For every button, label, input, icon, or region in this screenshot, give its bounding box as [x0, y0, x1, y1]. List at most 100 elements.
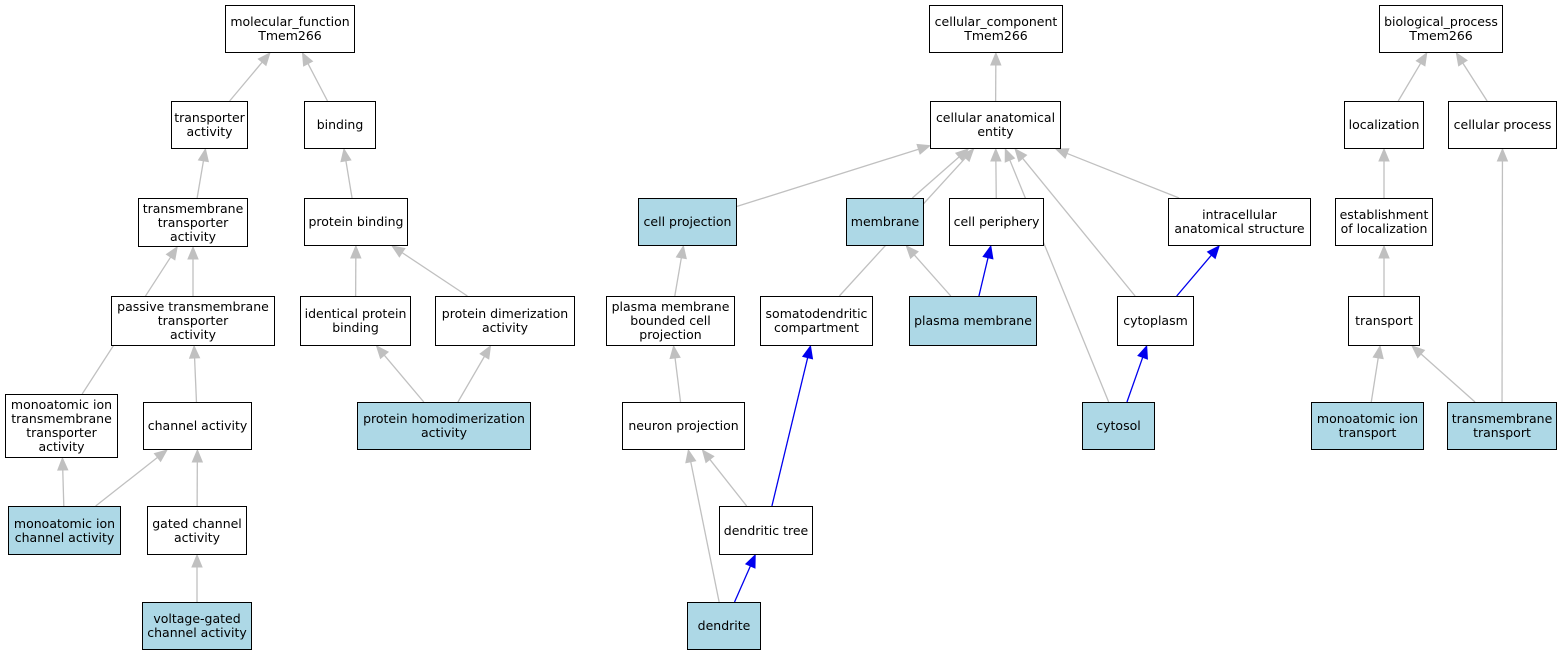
node-protein-homodimerization-activity[interactable]: protein homodimerization activity — [357, 402, 531, 450]
node-dendrite[interactable]: dendrite — [687, 602, 761, 650]
arrowhead-transport-to-establishment_localization — [1378, 244, 1390, 259]
edge-cytoplasm-to-intracellular_structure — [1176, 254, 1212, 297]
node-monoatomic-ion-channel-activity[interactable]: monoatomic ion channel activity — [8, 506, 121, 555]
edge-monoatomic_ion_transport-to-transport — [1370, 357, 1379, 403]
node-transmembrane-transporter-activity[interactable]: transmembrane transporter activity — [138, 198, 248, 247]
node-molecular-function-root[interactable]: molecular_function Tmem266 — [225, 5, 355, 53]
node-transmembrane-transport[interactable]: transmembrane transport — [1447, 402, 1557, 450]
edge-cell_projection-to-cellular_anatomical_entity — [736, 148, 919, 208]
node-cellular-anatomical-entity[interactable]: cellular anatomical entity — [930, 101, 1061, 149]
arrowhead-cytoplasm-to-cellular_anatomical_entity — [1014, 147, 1028, 163]
edge-pm_bounded_projection-to-cell_projection — [674, 257, 682, 297]
node-localization[interactable]: localization — [1344, 101, 1424, 149]
arrowhead-somatodendritic-to-cellular_anatomical_entity — [960, 148, 975, 163]
arrowhead-cytoplasm-to-intracellular_structure — [1206, 245, 1220, 260]
node-cell-projection[interactable]: cell projection — [638, 198, 737, 246]
edge-protein_dimerization-to-protein_binding — [401, 252, 468, 297]
edge-plasma_membrane-to-membrane — [913, 254, 952, 297]
arrowhead-monoatomic_ion_tm_transporter-to-tm_transporter_activity — [165, 245, 178, 261]
arrowhead-binding-to-mf_root — [301, 51, 314, 67]
arrowhead-voltage_gated_channel-to-gated_channel — [191, 553, 203, 568]
arrowhead-establishment_localization-to-localization — [1378, 147, 1390, 162]
arrowhead-protein_homodimerization-to-protein_dimerization — [479, 344, 492, 360]
edge-intracellular_structure-to-cellular_anatomical_entity — [1066, 152, 1180, 199]
arrowhead-intracellular_structure-to-cellular_anatomical_entity — [1054, 148, 1070, 159]
arrowhead-cellular_process-to-bp_root — [1455, 51, 1468, 67]
node-cytosol[interactable]: cytosol — [1082, 402, 1155, 450]
node-intracellular-anatomical-structure[interactable]: intracellular anatomical structure — [1168, 198, 1311, 246]
arrowhead-cell_projection-to-cellular_anatomical_entity — [916, 143, 932, 155]
arrowhead-monoatomic_ion_transport-to-transport — [1372, 344, 1384, 360]
arrowhead-dendritic_tree-to-neuron_projection — [701, 448, 715, 464]
node-gated-channel-activity[interactable]: gated channel activity — [147, 506, 247, 555]
node-channel-activity[interactable]: channel activity — [143, 402, 252, 450]
arrowhead-plasma_membrane-to-membrane — [905, 245, 919, 260]
edge-channel_activity-to-passive_tm_transporter — [193, 357, 198, 403]
arrowhead-localization-to-bp_root — [1415, 51, 1428, 67]
edge-plasma_membrane-to-cell_periphery — [978, 257, 989, 297]
arrowhead-dendrite-to-dendritic_tree — [744, 553, 756, 569]
edge-dendritic_tree-to-neuron_projection — [709, 459, 748, 507]
node-plasma-membrane-bounded-cell-projection[interactable]: plasma membrane bounded cell projection — [606, 296, 735, 346]
node-somatodendritic-compartment[interactable]: somatodendritic compartment — [760, 296, 873, 346]
edge-protein_binding-to-binding — [345, 160, 353, 199]
arrowhead-dendrite-to-neuron_projection — [685, 448, 697, 464]
arrowhead-transporter_activity-to-mf_root — [257, 52, 271, 67]
edge-binding-to-mf_root — [307, 63, 329, 102]
arrowhead-gated_channel-to-channel_activity — [191, 448, 204, 463]
edge-protein_homodimerization-to-protein_dimerization — [457, 356, 486, 403]
arrowhead-tm_transporter_activity-to-transporter_activity — [197, 147, 210, 163]
node-cytoplasm[interactable]: cytoplasm — [1117, 296, 1194, 346]
edge-tm_transport-to-transport — [1420, 353, 1476, 403]
node-plasma-membrane[interactable]: plasma membrane — [909, 296, 1037, 346]
edge-transporter_activity-to-mf_root — [229, 61, 263, 102]
node-dendritic-tree[interactable]: dendritic tree — [719, 506, 813, 555]
edge-dendrite-to-dendritic_tree — [733, 565, 751, 603]
edge-membrane-to-cellular_anatomical_entity — [911, 156, 960, 199]
node-passive-transmembrane-transporter-activity[interactable]: passive transmembrane transporter activi… — [111, 296, 275, 346]
node-cell-periphery[interactable]: cell periphery — [949, 198, 1044, 246]
arrowhead-monoatomic_ion_channel-to-monoatomic_ion_tm_transporter — [57, 456, 69, 471]
edge-cytosol-to-cytoplasm — [1126, 357, 1144, 403]
edge-cytoplasm-to-cellular_anatomical_entity — [1022, 157, 1136, 297]
edge-tm_transporter_activity-to-transporter_activity — [196, 160, 205, 199]
node-neuron-projection[interactable]: neuron projection — [622, 402, 745, 450]
arrowhead-monoatomic_ion_channel-to-channel_activity — [153, 449, 168, 463]
arrowhead-cell_periphery-to-cellular_anatomical_entity — [990, 147, 1002, 162]
edge-cytosol-to-cellular_anatomical_entity — [1009, 159, 1110, 403]
node-biological-process-root[interactable]: biological_process Tmem266 — [1379, 5, 1503, 53]
arrowhead-dendritic_tree-to-somatodendritic — [801, 344, 814, 360]
node-membrane[interactable]: membrane — [846, 198, 924, 246]
arrowhead-plasma_membrane-to-cell_periphery — [982, 244, 994, 260]
node-monoatomic-ion-transport[interactable]: monoatomic ion transport — [1311, 402, 1424, 450]
arrowhead-cytosol-to-cytoplasm — [1137, 344, 1148, 360]
arrowhead-tm_transport-to-transport — [1411, 345, 1426, 359]
node-transporter-activity[interactable]: transporter activity — [171, 101, 248, 149]
arrowhead-protein_binding-to-binding — [340, 147, 352, 163]
node-transport[interactable]: transport — [1348, 296, 1420, 346]
edge-localization-to-bp_root — [1397, 62, 1422, 102]
edge-monoatomic_ion_channel-to-channel_activity — [95, 456, 158, 507]
arrowhead-cytosol-to-cellular_anatomical_entity — [1004, 147, 1016, 163]
edge-cellular_process-to-bp_root — [1462, 62, 1488, 102]
node-identical-protein-binding[interactable]: identical protein binding — [300, 296, 411, 346]
node-voltage-gated-channel-activity[interactable]: voltage-gated channel activity — [142, 602, 252, 650]
node-protein-binding[interactable]: protein binding — [304, 198, 408, 246]
arrowhead-pm_bounded_projection-to-cell_projection — [675, 244, 687, 260]
node-cellular-process[interactable]: cellular process — [1448, 101, 1557, 149]
edge-dendrite-to-neuron_projection — [690, 461, 720, 603]
node-binding[interactable]: binding — [304, 101, 376, 149]
arrowhead-channel_activity-to-passive_tm_transporter — [188, 344, 201, 359]
edge-protein_homodimerization-to-identical_protein_binding — [383, 354, 425, 403]
arrowhead-identical_protein_binding-to-protein_binding — [350, 244, 362, 259]
node-establishment-of-localization[interactable]: establishment of localization — [1335, 198, 1433, 246]
arrowhead-neuron_projection-to-pm_bounded_projection — [669, 344, 681, 360]
node-cellular-component-root[interactable]: cellular_component Tmem266 — [929, 5, 1063, 53]
arrowhead-cellular_anatomical_entity-to-cc_root — [990, 51, 1002, 66]
node-protein-dimerization-activity[interactable]: protein dimerization activity — [435, 296, 575, 346]
node-monoatomic-ion-transmembrane-transporter-activity[interactable]: monoatomic ion transmembrane transporter… — [5, 394, 118, 458]
arrowhead-passive_tm_transporter-to-tm_transporter_activity — [187, 245, 199, 260]
arrowhead-tm_transport-to-cellular_process — [1496, 147, 1509, 162]
